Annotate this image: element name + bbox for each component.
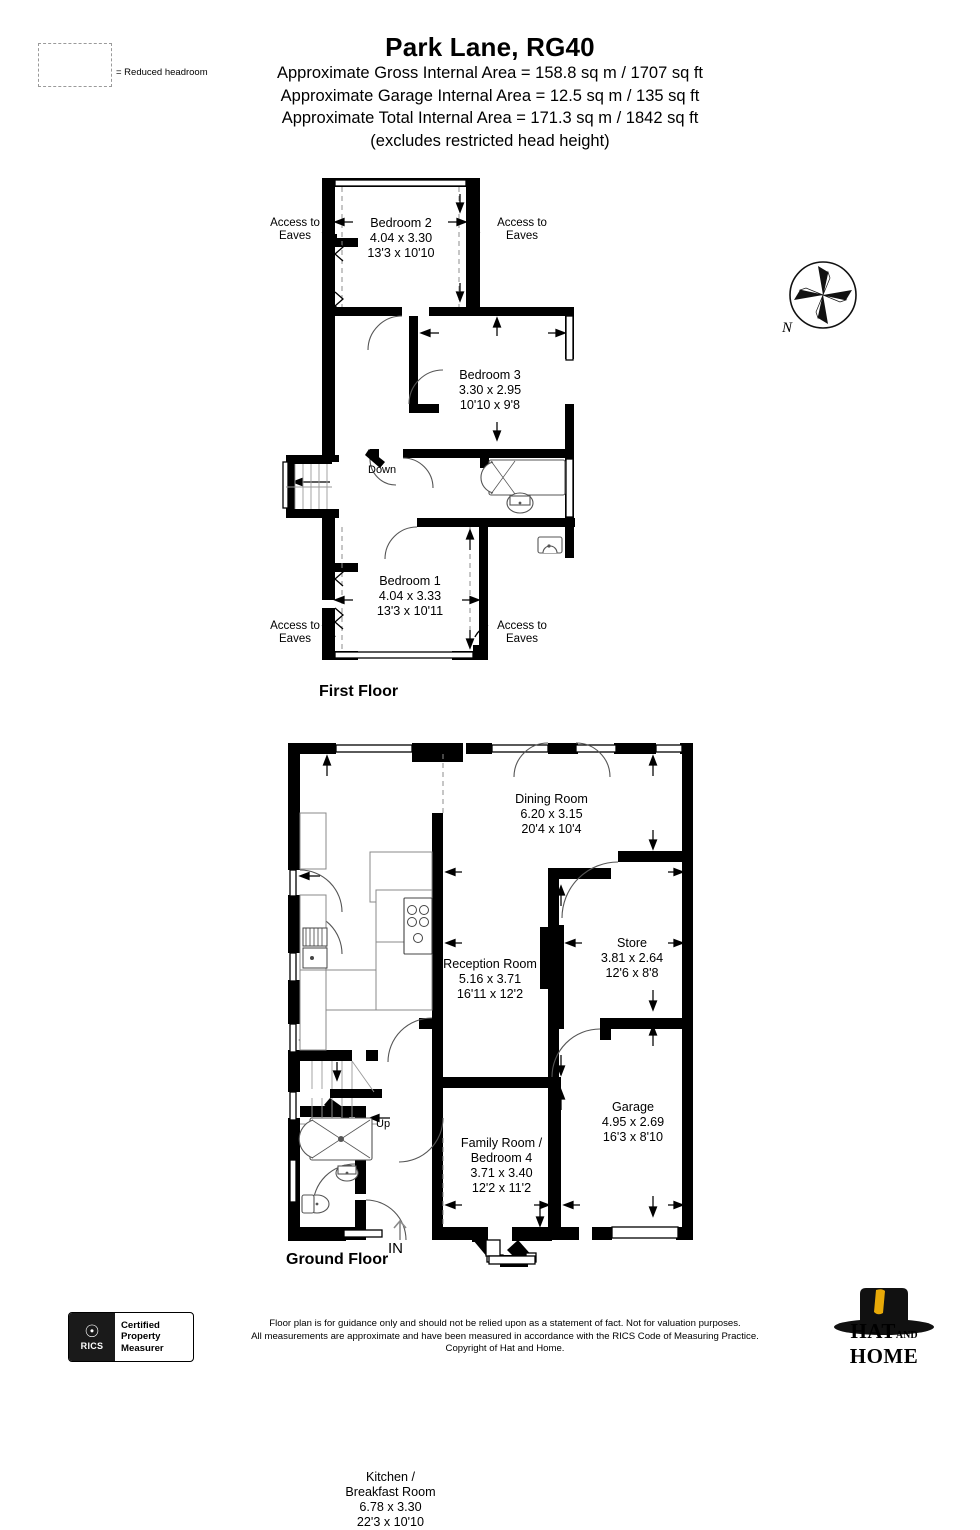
disclaimer-text: Floor plan is for guidance only and shou… xyxy=(200,1318,810,1356)
room-dining-imperial: 20'4 x 10'4 xyxy=(521,822,582,836)
stair-direction-up-label: Up xyxy=(376,1118,391,1130)
room-bedroom-2-name: Bedroom 2 xyxy=(370,216,432,230)
room-family-name-1: Family Room / xyxy=(460,1136,543,1150)
area-summary: Approximate Gross Internal Area = 158.8 … xyxy=(0,62,980,152)
room-garage: Garage 4.95 x 2.69 16'3 x 8'10 xyxy=(578,1100,688,1145)
logo-and-text: AND xyxy=(895,1330,918,1341)
note-access-eaves-ne: Access to Eaves xyxy=(489,217,555,243)
room-bedroom-1-metric: 4.04 x 3.33 xyxy=(378,589,442,603)
room-store-name: Store xyxy=(616,936,648,950)
room-dining: Dining Room 6.20 x 3.15 20'4 x 10'4 xyxy=(489,792,614,837)
page-title: Park Lane, RG40 xyxy=(385,32,595,62)
logo-hat-text: HAT xyxy=(850,1319,896,1343)
room-kitchen-name-1: Kitchen / xyxy=(365,1470,415,1484)
rics-logo-mark: ☉ RICS xyxy=(69,1313,115,1361)
room-family-metric: 3.71 x 3.40 xyxy=(470,1166,533,1180)
rics-line-1: Certified xyxy=(121,1319,160,1331)
room-reception-imperial: 16'11 x 12'2 xyxy=(456,987,524,1001)
logo-line-1: HATAND xyxy=(828,1321,940,1346)
room-store-imperial: 12'6 x 8'8 xyxy=(605,966,659,980)
hat-and-home-wordmark: HATAND HOME xyxy=(828,1321,940,1367)
room-reception: Reception Room 5.16 x 3.71 16'11 x 12'2 xyxy=(436,957,544,1002)
rics-badge: ☉ RICS Certified Property Measurer xyxy=(68,1312,194,1362)
room-bedroom-3-name: Bedroom 3 xyxy=(459,368,521,382)
entrance-in-label: IN xyxy=(388,1240,403,1257)
first-floor-plan: Bedroom 2 4.04 x 3.30 13'3 x 10'10 Bedro… xyxy=(0,0,980,700)
area-line-gross: Approximate Gross Internal Area = 158.8 … xyxy=(276,64,704,82)
rics-line-3: Measurer xyxy=(121,1342,164,1354)
disclaimer-line-3: Copyright of Hat and Home. xyxy=(445,1343,565,1355)
note-line-2: Eaves xyxy=(279,633,311,645)
room-kitchen-breakfast: Kitchen / Breakfast Room 6.78 x 3.30 22'… xyxy=(313,1470,468,1530)
room-dining-metric: 6.20 x 3.15 xyxy=(520,807,583,821)
note-line-2: Eaves xyxy=(279,230,311,242)
room-kitchen-name-2: Breakfast Room xyxy=(345,1485,436,1499)
room-garage-imperial: 16'3 x 8'10 xyxy=(602,1130,664,1144)
room-reception-name: Reception Room xyxy=(443,957,537,971)
note-access-eaves-sw: Access to Eaves xyxy=(262,620,328,646)
room-bedroom-1: Bedroom 1 4.04 x 3.33 13'3 x 10'11 xyxy=(350,574,470,619)
note-line-1: Access to xyxy=(497,620,547,632)
ground-floor-plan: Kitchen / Breakfast Room 6.78 x 3.30 22'… xyxy=(0,700,980,1529)
room-store-metric: 3.81 x 2.64 xyxy=(600,951,664,965)
first-floor-caption: First Floor xyxy=(319,683,399,700)
ground-floor-caption: Ground Floor xyxy=(286,1251,389,1268)
room-bedroom-3: Bedroom 3 3.30 x 2.95 10'10 x 9'8 xyxy=(425,368,555,413)
room-kitchen-imperial: 22'3 x 10'10 xyxy=(356,1515,425,1529)
room-bedroom-3-metric: 3.30 x 2.95 xyxy=(458,383,522,397)
hat-and-home-logo xyxy=(828,1286,940,1362)
area-line-garage: Approximate Garage Internal Area = 12.5 … xyxy=(280,86,700,105)
area-line-note: (excludes restricted head height) xyxy=(370,131,610,150)
room-dining-name: Dining Room xyxy=(515,792,588,806)
rics-line-2: Property xyxy=(121,1331,161,1343)
rics-brand-text: RICS xyxy=(80,1341,104,1351)
note-line-1: Access to xyxy=(270,620,320,632)
note-line-1: Access to xyxy=(270,217,320,229)
room-family-name-2: Bedroom 4 xyxy=(470,1151,533,1165)
room-bedroom-1-name: Bedroom 1 xyxy=(379,574,441,588)
stair-direction-down-label: Down xyxy=(368,464,397,476)
compass-north-label: N xyxy=(782,320,793,336)
note-line-1: Access to xyxy=(497,217,547,229)
room-family-bedroom4: Family Room / Bedroom 4 3.71 x 3.40 12'2… xyxy=(439,1136,564,1196)
note-access-eaves-se: Access to Eaves xyxy=(489,620,555,646)
room-bedroom-3-imperial: 10'10 x 9'8 xyxy=(459,398,521,412)
area-line-total: Approximate Total Internal Area = 171.3 … xyxy=(281,109,699,127)
reduced-headroom-swatch xyxy=(38,43,112,87)
room-bedroom-2: Bedroom 2 4.04 x 3.30 13'3 x 10'10 xyxy=(341,216,461,261)
room-family-imperial: 12'2 x 11'2 xyxy=(471,1181,532,1195)
rics-badge-text: Certified Property Measurer xyxy=(115,1313,193,1361)
disclaimer-line-2: All measurements are approximate and hav… xyxy=(251,1330,759,1342)
room-store: Store 3.81 x 2.64 12'6 x 8'8 xyxy=(575,936,689,981)
room-bedroom-2-metric: 4.04 x 3.30 xyxy=(369,231,433,245)
rics-lion-icon: ☉ xyxy=(84,1322,100,1341)
note-access-eaves-nw: Access to Eaves xyxy=(262,217,328,243)
note-line-2: Eaves xyxy=(506,633,538,645)
logo-home-text: HOME xyxy=(849,1344,919,1368)
room-reception-metric: 5.16 x 3.71 xyxy=(458,972,522,986)
reduced-headroom-label: = Reduced headroom xyxy=(116,67,208,78)
disclaimer-line-1: Floor plan is for guidance only and shou… xyxy=(269,1318,741,1329)
note-line-2: Eaves xyxy=(506,230,538,242)
room-bedroom-1-imperial: 13'3 x 10'11 xyxy=(376,604,444,618)
compass-rose xyxy=(786,258,860,332)
room-bedroom-2-imperial: 13'3 x 10'10 xyxy=(367,246,435,260)
room-kitchen-metric: 6.78 x 3.30 xyxy=(359,1500,422,1514)
room-garage-metric: 4.95 x 2.69 xyxy=(601,1115,665,1129)
room-garage-name: Garage xyxy=(611,1100,654,1114)
